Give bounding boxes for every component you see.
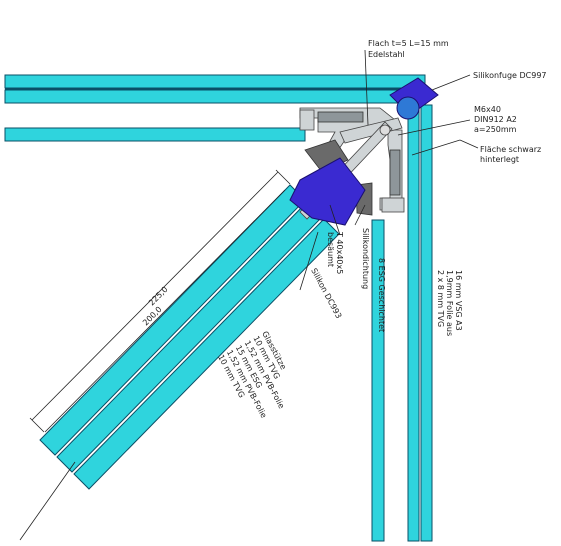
- silicone-seals: [289, 77, 439, 226]
- label-vsg-3: 2 x 8 mm TVG: [436, 270, 445, 327]
- label-t-profile-1: T 40x40x5: [335, 231, 344, 274]
- leader-lines: [299, 49, 479, 291]
- label-edelstahl: Edelstahl: [368, 50, 405, 59]
- label-flaeche-2: hinterlegt: [480, 155, 519, 164]
- label-vsg-1: 16 mm VSG A3: [454, 270, 463, 331]
- dimension-225: 225,0: [147, 285, 170, 308]
- label-vsg-2: 1,9mm Folie aus: [445, 270, 454, 336]
- label-esg: 8 ESG Geschichtet: [377, 258, 386, 332]
- dimension-lines: [19, 169, 291, 541]
- label-screw-size: M6x40: [474, 105, 501, 114]
- diagonal-glass-support: [39, 184, 340, 490]
- label-silikon-dc993: Silikon DC993: [309, 267, 343, 320]
- label-screw-din: DIN912 A2: [474, 115, 517, 124]
- label-screw-spacing: a=250mm: [474, 125, 517, 134]
- label-silikonfuge: Silikonfuge DC997: [473, 71, 547, 80]
- label-flach: Flach t=5 L=15 mm: [368, 39, 449, 48]
- label-flaeche-1: Fläche schwarz: [480, 145, 541, 154]
- label-silikondichtung: Silikondichtung: [361, 228, 370, 289]
- label-t-profile-2: besäumt: [326, 232, 335, 267]
